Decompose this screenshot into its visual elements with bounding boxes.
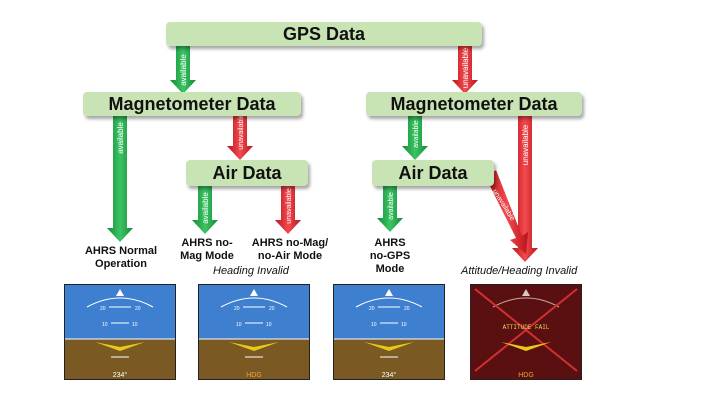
- arrow-label-unavailable: unavailable: [521, 124, 530, 165]
- ahrs-normal-line-2: Operation: [95, 258, 147, 270]
- attitude-indicator-fail: ATTITUDE FAIL HDG: [470, 284, 582, 380]
- pitch-mark: 10: [102, 322, 108, 328]
- pitch-mark: 10: [266, 322, 272, 328]
- right-magnetometer-label: Magnetometer Data: [390, 93, 558, 114]
- ahrs-nogps-line-3: Mode: [375, 263, 405, 275]
- ahrs-normal-line-1: AHRS Normal: [84, 245, 158, 257]
- arrow-label-available: available: [201, 192, 210, 224]
- attitude-indicator-normal: 20 20 10 10 234°: [64, 284, 176, 380]
- arrow-left-air-to-nomag-noair: unavailable: [275, 186, 301, 234]
- left-magnetometer-label: Magnetometer Data: [108, 93, 276, 114]
- ahrs-nomag-noair-line-2: no-Air Mode: [257, 250, 323, 262]
- arrow-label-available: available: [179, 54, 188, 86]
- ahrs-nogps-line-1: AHRS: [374, 237, 406, 249]
- pitch-mark: 20: [269, 306, 275, 312]
- heading-readout-invalid: HDG: [246, 372, 262, 379]
- arrow-right-mag-to-air: available: [402, 116, 428, 160]
- heading-readout-invalid: HDG: [518, 372, 534, 379]
- pitch-mark: 10: [371, 322, 377, 328]
- arrow-left-air-to-nomag: available: [192, 186, 218, 234]
- ahrs-normal-label: AHRS Normal Operation: [76, 245, 166, 271]
- arrow-gps-to-right-mag: unavailable: [452, 46, 478, 94]
- heading-readout: 234°: [113, 371, 128, 379]
- left-air-data-label: Air Data: [212, 162, 282, 183]
- ahrs-nogps-label: AHRS no-GPS Mode: [356, 237, 424, 276]
- ahrs-nomag-label: AHRS no- Mag Mode: [172, 237, 242, 263]
- pitch-mark: 10: [236, 322, 242, 328]
- pitch-mark: 10: [132, 322, 138, 328]
- arrow-left-mag-to-air: unavailable: [227, 114, 253, 160]
- arrow-label-unavailable: unavailable: [286, 188, 293, 224]
- arrow-label-available: available: [413, 120, 420, 148]
- pitch-mark: 20: [135, 306, 141, 312]
- pitch-mark: 20: [234, 306, 240, 312]
- pitch-mark: 10: [401, 322, 407, 328]
- ahrs-nomag-line-2: Mag Mode: [180, 250, 234, 262]
- left-magnetometer-box: Magnetometer Data: [83, 92, 301, 116]
- arrow-gps-to-left-mag: available: [170, 46, 196, 94]
- left-air-data-box: Air Data: [186, 160, 308, 186]
- pitch-mark: 20: [369, 306, 375, 312]
- arrow-left-mag-to-normal: available: [107, 116, 133, 242]
- ahrs-nomag-noair-line-1: AHRS no-Mag/: [251, 237, 329, 249]
- right-air-data-label: Air Data: [398, 162, 468, 183]
- arrow-right-mag-to-fail: unavailable: [512, 116, 538, 262]
- ahrs-nomag-noair-label: AHRS no-Mag/ no-Air Mode: [244, 237, 336, 263]
- attitude-indicator-nogps: 20 20 10 10 234°: [333, 284, 445, 380]
- gps-data-label: GPS Data: [282, 23, 366, 44]
- arrow-right-air-to-nogps: available: [377, 186, 403, 232]
- pitch-mark: 20: [100, 306, 106, 312]
- pitch-mark: 20: [404, 306, 410, 312]
- arrow-label-unavailable: unavailable: [238, 114, 245, 150]
- gps-data-box: GPS Data: [166, 22, 482, 46]
- attitude-fail-text: ATTITUDE FAIL: [503, 324, 550, 331]
- attitude-indicator-nomag: 20 20 10 10 HDG: [198, 284, 310, 380]
- right-magnetometer-box: Magnetometer Data: [366, 92, 582, 116]
- arrow-label-unavailable: unavailable: [461, 47, 470, 88]
- heading-invalid-note: Heading Invalid: [213, 265, 289, 277]
- attitude-heading-invalid-note: Attitude/Heading Invalid: [461, 265, 578, 277]
- arrow-label-available: available: [116, 122, 125, 154]
- ahrs-nogps-line-2: no-GPS: [369, 250, 411, 262]
- right-air-data-box: Air Data: [372, 160, 494, 186]
- heading-readout: 234°: [382, 371, 397, 379]
- ahrs-nomag-line-1: AHRS no-: [181, 237, 233, 249]
- arrow-label-available: available: [388, 192, 395, 220]
